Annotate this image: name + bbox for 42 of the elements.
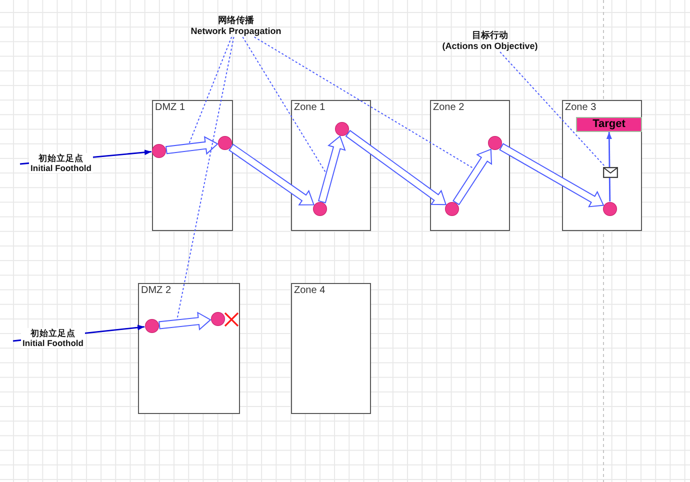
zone-title: Zone 4 (294, 285, 326, 297)
leader-line (242, 36, 327, 174)
arrow (606, 132, 612, 202)
zone-box (430, 100, 510, 231)
leader-line (188, 36, 232, 144)
annotation-label: 网络传播 (218, 15, 254, 26)
block-arrow (345, 130, 447, 206)
zone-box (291, 283, 371, 414)
block-arrow (165, 136, 218, 155)
leader-line (176, 36, 234, 320)
block-arrow (158, 312, 212, 331)
dot-icon (313, 202, 327, 216)
zone-box (152, 100, 233, 231)
dot-icon (152, 144, 166, 158)
dot-icon (218, 136, 232, 150)
zone-title: Zone 1 (294, 102, 326, 114)
zone-title: Zone 2 (433, 102, 464, 114)
target-box: Target (576, 117, 642, 132)
block-arrow (228, 144, 314, 206)
dot-icon (145, 319, 159, 333)
zone-title: Zone 3 (565, 102, 596, 114)
edge-label: 初始立足点 Initial Foothold (21, 328, 85, 348)
dot-icon (488, 136, 502, 150)
annotation-label: (Actions on Objective) (442, 41, 538, 52)
dot-icon (335, 122, 349, 136)
edge-label: 初始立足点 Initial Foothold (29, 153, 93, 173)
zone-box (138, 283, 240, 414)
zone-box (562, 100, 642, 231)
annotation-label: 目标行动 (472, 30, 508, 41)
block-arrow (318, 135, 346, 204)
leader-line (500, 52, 606, 167)
annotation-label: Network Propagation (190, 26, 282, 37)
block-arrow (499, 143, 604, 208)
leader-line (254, 36, 474, 170)
zone-title: DMZ 2 (141, 285, 171, 297)
block-arrow (452, 148, 492, 206)
envelope-icon (602, 166, 618, 178)
dot-icon (211, 312, 225, 326)
zone-title: DMZ 1 (155, 102, 185, 114)
dot-icon (445, 202, 459, 216)
zone-box (291, 100, 371, 231)
dot-icon (603, 202, 617, 216)
